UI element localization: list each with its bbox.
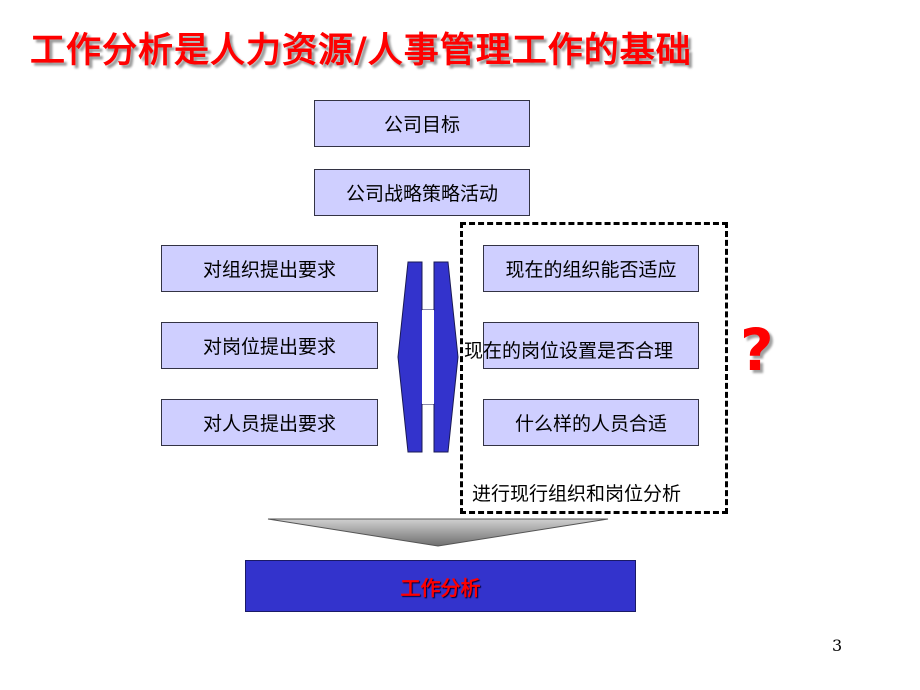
analysis-caption: 进行现行组织和岗位分析 [472, 483, 682, 505]
page-title: 工作分析是人力资源/人事管理工作的基础 [30, 31, 692, 71]
org-requirement-box: 对组织提出要求 [161, 245, 378, 292]
analysis-dashed-frame [460, 222, 728, 514]
company-strategy-box: 公司战略策略活动 [314, 169, 530, 216]
job-analysis-box: 工作分析 [245, 560, 636, 612]
company-goal-box: 公司目标 [314, 100, 530, 147]
position-question-label: 现在的岗位设置是否合理 [464, 340, 674, 362]
question-mark: ? [740, 316, 774, 384]
double-arrow-shape [397, 261, 459, 453]
org-question-box: 现在的组织能否适应 [483, 245, 699, 292]
position-question-box [483, 322, 699, 369]
funnel-arrow-shape [267, 518, 609, 547]
personnel-requirement-box: 对人员提出要求 [161, 399, 378, 446]
personnel-question-box: 什么样的人员合适 [483, 399, 699, 446]
page-number: 3 [832, 636, 843, 655]
position-requirement-box: 对岗位提出要求 [161, 322, 378, 369]
